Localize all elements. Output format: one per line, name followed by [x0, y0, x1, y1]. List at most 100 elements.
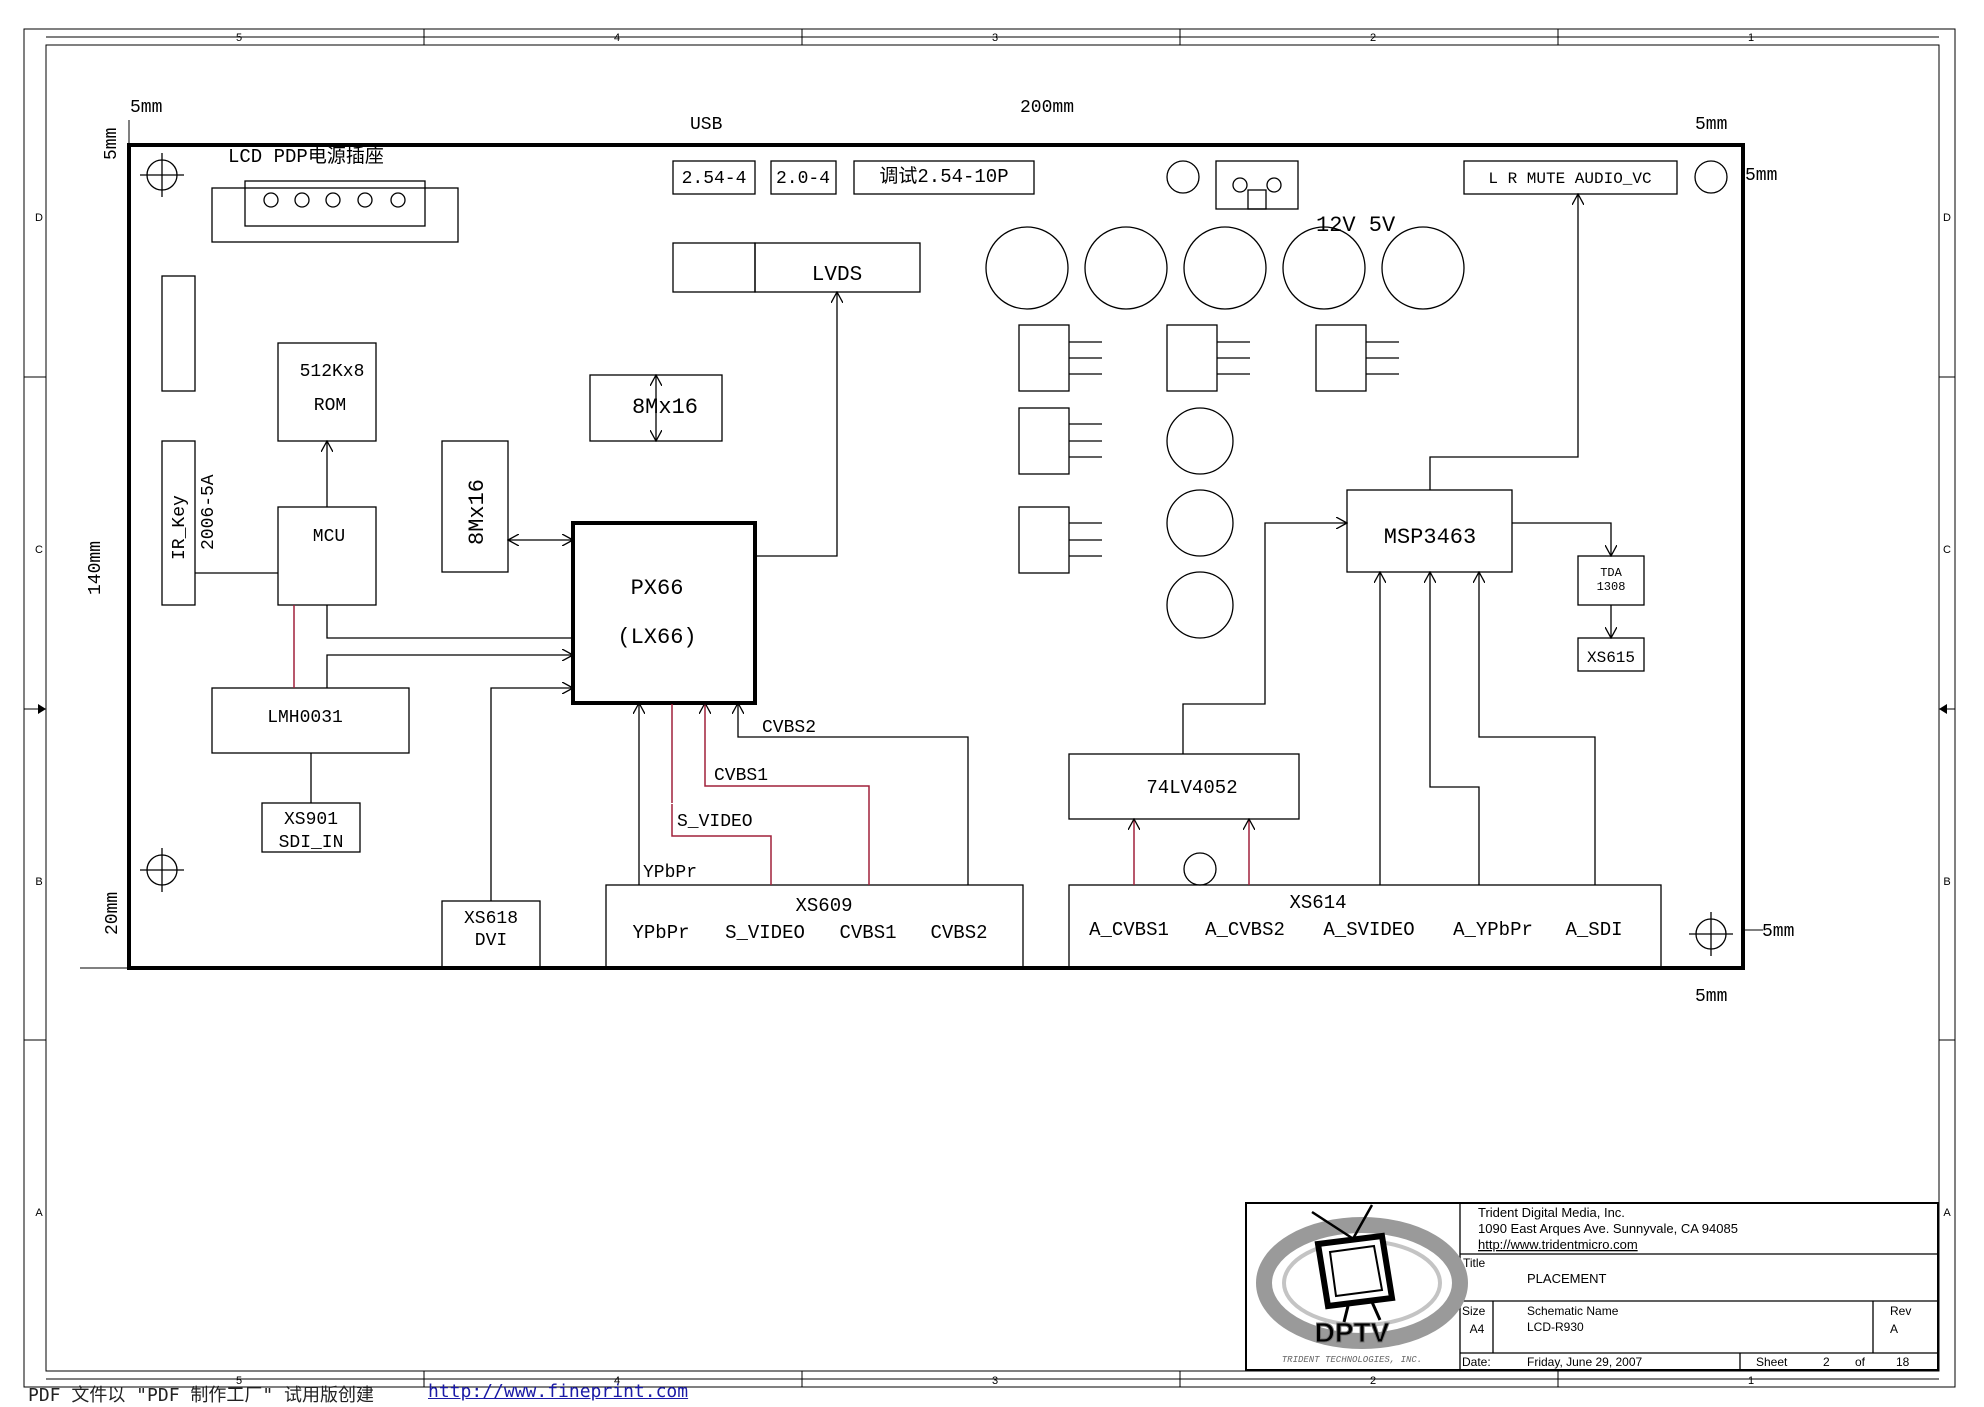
xs901-label-line1: XS901: [284, 810, 338, 830]
rom-label-line2: ROM: [314, 396, 346, 416]
mcu-chip: [277, 506, 377, 606]
mux-74lv4052-chip: [1068, 753, 1300, 820]
dptv-logo: DPTV TRIDENT TECHNOLOGIES, INC.: [1256, 1204, 1468, 1365]
small-hole-bottom: [1183, 852, 1217, 886]
usb-connector-2.54-label: 2.54-4: [682, 169, 747, 189]
audio-header: [1463, 160, 1678, 195]
capacitor-2: [1084, 226, 1168, 310]
xs609-pin-ypbpr: YPbPr: [632, 922, 689, 944]
dim-board-height: 140mm: [86, 541, 106, 595]
debug-connector-label: 调试2.54-10P: [879, 165, 1008, 188]
title-value: PLACEMENT: [1527, 1271, 1607, 1286]
mux-label: 74LV4052: [1146, 777, 1237, 799]
xs609-label: XS609: [795, 895, 852, 917]
xs614-pin-a-cvbs2: A_CVBS2: [1205, 919, 1285, 941]
regulator-2: [1166, 324, 1250, 392]
mounting-hole-top-left: [140, 153, 184, 197]
audio-header-label: L R MUTE AUDIO_VC: [1488, 170, 1651, 188]
dim-left-margin-top: 5mm: [130, 98, 162, 118]
dptv-logo-text: DPTV: [1315, 1317, 1390, 1348]
regulator-1: [1018, 324, 1102, 392]
xs614-pin-a-ypbpr: A_YPbPr: [1453, 919, 1533, 941]
regulator-3: [1315, 324, 1399, 392]
row-label-d-left: D: [35, 212, 43, 224]
ir-key-connector: [161, 440, 196, 606]
capacitor-7: [1166, 489, 1234, 557]
debug-connector: [853, 160, 1035, 195]
small-hole-top: [1166, 160, 1200, 194]
mcu-label: MCU: [313, 527, 345, 547]
tda1308-label-line1: TDA: [1600, 566, 1622, 580]
sheet-number: 2: [1823, 1355, 1830, 1369]
row-label-d-right: D: [1943, 212, 1951, 224]
col-label-5-top: 5: [236, 32, 242, 44]
row-label-a-left: A: [35, 1207, 43, 1219]
dimension-lines: [80, 120, 1763, 969]
signal-cvbs2-label: CVBS2: [762, 718, 816, 738]
regulator-5: [1018, 506, 1102, 574]
msp3463-label: MSP3463: [1384, 525, 1476, 550]
row-label-b-left: B: [35, 876, 42, 888]
rom-label-line1: 512Kx8: [300, 362, 365, 382]
col-label-3-top: 3: [992, 32, 998, 44]
signal-ypbpr-label: YPbPr: [643, 863, 697, 883]
tda1308-label-line2: 1308: [1597, 580, 1626, 594]
title-label: Title: [1463, 1256, 1486, 1270]
power-socket: [211, 180, 459, 243]
dim-bottom-right-bottom: 5mm: [1695, 987, 1727, 1007]
xs614-pin-a-svideo: A_SVIDEO: [1323, 919, 1414, 941]
usb-connector-2.54: [672, 160, 756, 195]
xs614-pin-a-sdi: A_SDI: [1565, 919, 1622, 941]
regulator-4: [1018, 407, 1102, 475]
xs618-label-line2: DVI: [475, 931, 507, 951]
col-label-4-top: 4: [614, 32, 620, 44]
size-label: Size: [1462, 1304, 1486, 1318]
company-name: Trident Digital Media, Inc.: [1478, 1205, 1625, 1220]
xs618-label-line1: XS618: [464, 909, 518, 929]
col-label-5-bottom: 5: [236, 1375, 242, 1387]
ir-key-label: IR_Key: [170, 495, 190, 560]
dim-left-margin-side: 5mm: [102, 128, 122, 160]
mounting-hole-top-right: [1694, 160, 1728, 194]
memory-top-label: 8Mx16: [632, 395, 698, 420]
row-label-a-right: A: [1943, 1207, 1951, 1219]
date-label: Date:: [1462, 1355, 1491, 1369]
sheet-total: 18: [1896, 1355, 1910, 1369]
col-label-1-top: 1: [1748, 32, 1754, 44]
frame-arrow-left: [38, 704, 46, 714]
lmh-label: LMH0031: [267, 708, 343, 728]
dim-board-width: 200mm: [1020, 98, 1074, 118]
pdf-creator-note: PDF 文件以 "PDF 制作工厂" 试用版创建: [28, 1385, 375, 1406]
company-address: 1090 East Arques Ave. Sunnyvale, CA 9408…: [1478, 1221, 1738, 1236]
fineprint-link[interactable]: http://www.fineprint.com: [428, 1381, 689, 1402]
signal-svideo-label: S_VIDEO: [677, 812, 753, 832]
drawing-frame: [23, 28, 1956, 1388]
rev-value: A: [1890, 1322, 1898, 1336]
xs615-label: XS615: [1587, 649, 1635, 667]
capacitor-4: [1282, 226, 1366, 310]
schematic-name-label: Schematic Name: [1527, 1304, 1619, 1318]
col-label-2-bottom: 2: [1370, 1375, 1376, 1387]
wires: [195, 194, 1611, 901]
row-label-c-right: C: [1943, 544, 1951, 556]
memory-left-label: 8Mx16: [465, 479, 490, 545]
lvds-label: LVDS: [812, 264, 862, 287]
power-socket-label: LCD PDP电源插座: [228, 145, 384, 168]
mounting-hole-bottom-left: [140, 848, 184, 892]
power-label: 12V 5V: [1316, 213, 1396, 238]
row-label-c-left: C: [35, 544, 43, 556]
capacitor-6: [1166, 407, 1234, 475]
mounting-hole-bottom-right: [1689, 912, 1733, 956]
capacitor-3: [1183, 226, 1267, 310]
schematic-name-value: LCD-R930: [1527, 1320, 1584, 1334]
dim-right-margin-side: 5mm: [1745, 166, 1777, 186]
dim-bottom-right-side: 5mm: [1762, 922, 1794, 942]
lvds-connector: [672, 242, 921, 293]
company-url: http://www.tridentmicro.com: [1478, 1237, 1638, 1252]
wires-red: [293, 605, 1249, 885]
sheet-label: Sheet: [1756, 1355, 1788, 1369]
soc-label-line1: PX66: [631, 576, 684, 601]
rev-label: Rev: [1890, 1304, 1911, 1318]
col-label-4-bottom: 4: [614, 1375, 620, 1387]
